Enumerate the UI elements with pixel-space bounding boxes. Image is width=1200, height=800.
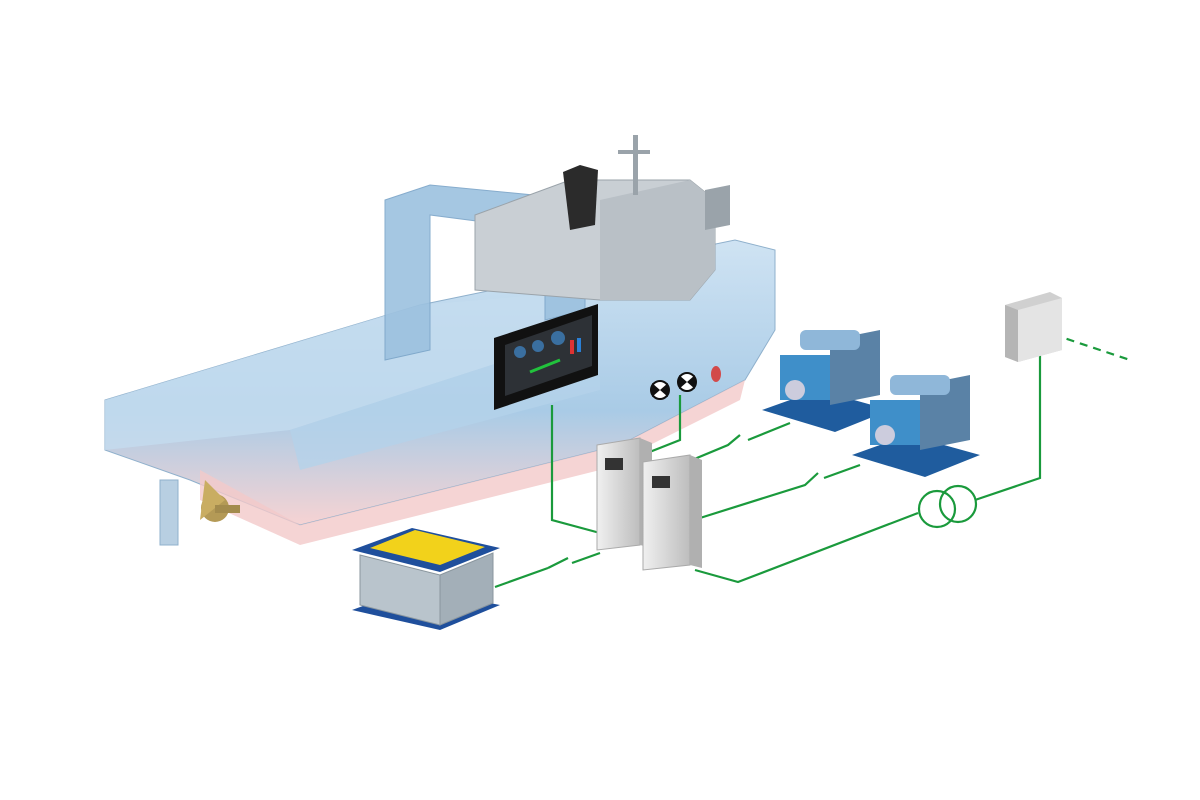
- transformer-icon: [917, 489, 957, 529]
- display-link: [550, 405, 601, 535]
- shore-power-box-icon: [1005, 292, 1062, 362]
- shore-link-2: [974, 355, 1042, 502]
- propeller-icon: [200, 480, 240, 522]
- generator-icon: [852, 375, 980, 477]
- generator-icon: [762, 330, 890, 432]
- transformer-icon: [938, 484, 978, 524]
- ship-icon: [104, 135, 776, 546]
- switchboard-icon: [596, 437, 702, 571]
- thruster-link: [641, 395, 682, 457]
- thruster-icon: [650, 366, 721, 400]
- generator-1-link-2: [747, 421, 791, 442]
- battery-icon: [352, 528, 500, 630]
- power-connections: [494, 328, 1131, 589]
- generator-2-link: [699, 472, 819, 520]
- shore-link: [694, 511, 919, 584]
- display-icon: [494, 304, 598, 410]
- generator-2-link-2: [823, 463, 861, 480]
- battery-link: [494, 566, 549, 589]
- battery-link-2: [571, 551, 601, 565]
- battery-switch: [547, 557, 569, 569]
